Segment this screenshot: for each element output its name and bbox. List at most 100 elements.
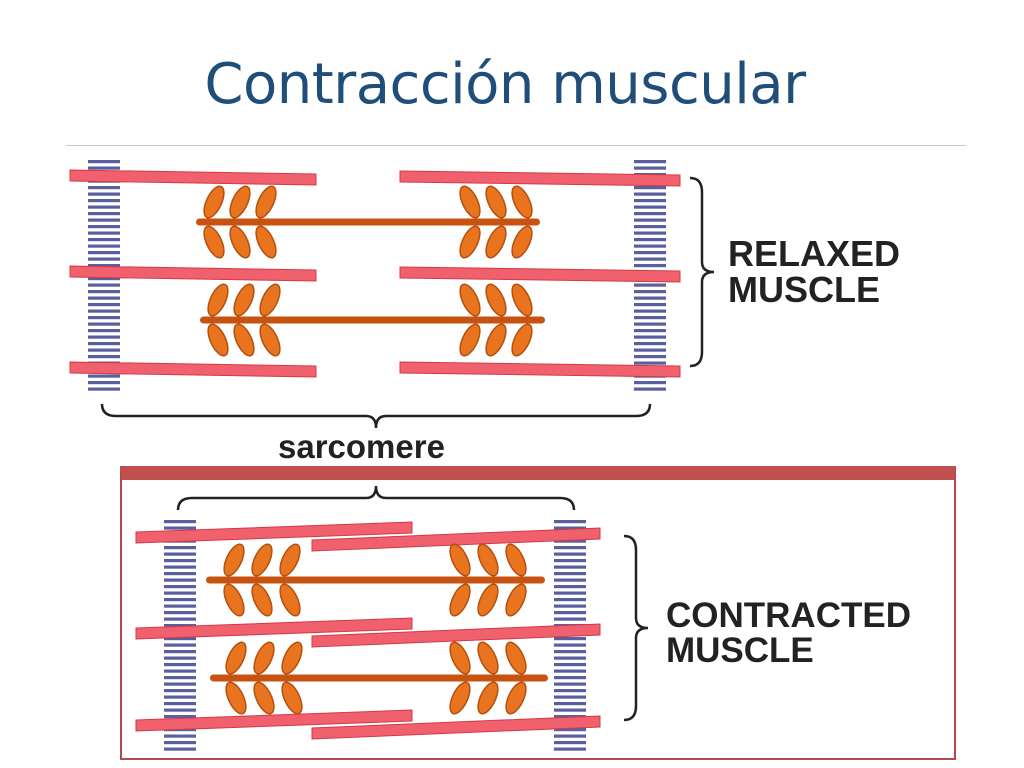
z-disc-line: [554, 676, 586, 680]
myosin-head: [449, 543, 471, 577]
z-disc-line: [88, 296, 120, 300]
myosin-head: [225, 641, 247, 675]
z-disc-line: [88, 257, 120, 261]
z-disc-line: [634, 316, 666, 320]
title-divider: [66, 145, 966, 146]
z-disc-line: [164, 546, 196, 550]
z-disc-line: [634, 244, 666, 248]
myosin-head: [203, 185, 225, 219]
z-disc-line: [164, 526, 196, 530]
myosin-head: [449, 641, 471, 675]
vertical-brace: [623, 534, 649, 722]
myosin-head: [253, 681, 275, 715]
relaxed-muscle-label: RELAXED MUSCLE: [728, 233, 901, 310]
myosin-head: [477, 681, 499, 715]
z-disc-line: [164, 552, 196, 556]
z-disc-line: [554, 728, 586, 732]
z-disc-line: [634, 322, 666, 326]
z-disc-line: [88, 218, 120, 222]
z-disc-line: [634, 238, 666, 242]
myosin-head: [255, 225, 277, 259]
z-disc-line: [634, 166, 666, 170]
z-disc-line: [554, 604, 586, 608]
z-disc-line: [164, 591, 196, 595]
myosin-head: [279, 543, 301, 577]
z-disc-line: [634, 205, 666, 209]
myosin-head: [207, 283, 229, 317]
z-disc-line: [554, 708, 586, 712]
z-disc-line: [554, 669, 586, 673]
horizontal-brace: [100, 403, 652, 429]
z-disc-line: [634, 303, 666, 307]
z-disc-line: [634, 199, 666, 203]
actin-filament: [135, 521, 413, 544]
z-disc-line: [634, 192, 666, 196]
myosin-head: [485, 225, 507, 259]
z-disc-line: [554, 643, 586, 647]
myosin-head: [229, 185, 251, 219]
z-disc-line: [164, 643, 196, 647]
myosin-head: [207, 323, 229, 357]
z-disc-line: [554, 741, 586, 745]
z-disc-line: [88, 251, 120, 255]
z-disc-line: [164, 578, 196, 582]
z-disc-line: [164, 617, 196, 621]
myosin-head: [511, 225, 533, 259]
myosin-thick-filament: [210, 674, 548, 682]
actin-filament: [399, 361, 681, 378]
myosin-head: [459, 185, 481, 219]
myosin-head: [477, 543, 499, 577]
z-disc-line: [634, 381, 666, 385]
myosin-head: [281, 681, 303, 715]
z-disc-line: [88, 244, 120, 248]
z-disc-line: [554, 715, 586, 719]
z-disc-line: [634, 309, 666, 313]
myosin-head: [233, 283, 255, 317]
z-disc-line: [164, 747, 196, 751]
myosin-head: [485, 185, 507, 219]
z-disc-line: [634, 160, 666, 164]
myosin-head: [485, 283, 507, 317]
z-disc-line: [88, 212, 120, 216]
z-disc-line: [164, 702, 196, 706]
z-disc-line: [554, 520, 586, 524]
myosin-head: [223, 583, 245, 617]
z-disc-line: [164, 741, 196, 745]
z-disc-line: [634, 329, 666, 333]
actin-filament: [135, 709, 413, 732]
myosin-head: [281, 641, 303, 675]
z-disc-line: [88, 283, 120, 287]
z-disc-line: [634, 264, 666, 268]
myosin-head: [477, 641, 499, 675]
z-disc-line: [88, 316, 120, 320]
z-disc-line: [634, 342, 666, 346]
z-disc-line: [164, 559, 196, 563]
z-disc-line: [88, 192, 120, 196]
z-disc-line: [634, 218, 666, 222]
z-disc-line: [554, 526, 586, 530]
z-disc-line: [554, 734, 586, 738]
z-disc-line: [554, 611, 586, 615]
z-disc-line: [554, 539, 586, 543]
z-disc-line: [164, 565, 196, 569]
z-disc-line: [554, 656, 586, 660]
myosin-head: [259, 323, 281, 357]
z-disc-line: [634, 355, 666, 359]
actin-filament: [399, 266, 681, 283]
z-disc-line: [88, 199, 120, 203]
z-disc-line: [634, 251, 666, 255]
z-disc-line: [88, 381, 120, 385]
actin-filament: [399, 170, 681, 187]
z-disc-line: [164, 708, 196, 712]
z-disc-line: [634, 231, 666, 235]
sarcomere-label: sarcomere: [278, 428, 445, 465]
z-disc-line: [634, 348, 666, 352]
myosin-head: [449, 583, 471, 617]
myosin-head: [253, 641, 275, 675]
z-disc-line: [164, 611, 196, 615]
myosin-head: [511, 185, 533, 219]
z-disc-line: [164, 598, 196, 602]
z-disc-line: [88, 322, 120, 326]
z-disc-line: [554, 682, 586, 686]
